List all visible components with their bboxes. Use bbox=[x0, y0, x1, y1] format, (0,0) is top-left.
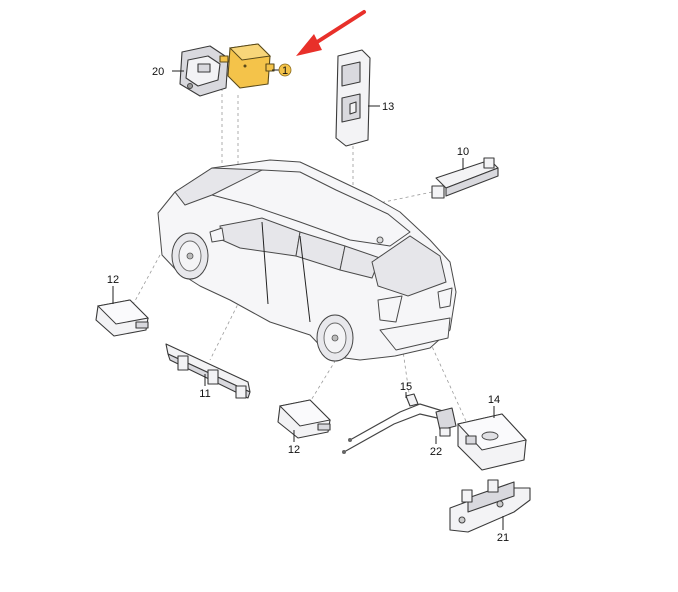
part-14-module[interactable] bbox=[457, 413, 527, 471]
callout-15[interactable]: 15 bbox=[400, 381, 412, 393]
part-11-rail[interactable] bbox=[165, 343, 251, 399]
pointer-arrow bbox=[296, 10, 366, 56]
callout-20[interactable]: 20 bbox=[152, 66, 164, 78]
callout-21[interactable]: 21 bbox=[497, 532, 509, 544]
callout-12-lower[interactable]: 12 bbox=[288, 444, 300, 456]
callout-14[interactable]: 14 bbox=[488, 394, 500, 406]
part-22-connector[interactable] bbox=[435, 407, 457, 437]
part-15-cable-harness[interactable] bbox=[342, 393, 447, 454]
part-21-bracket[interactable] bbox=[449, 479, 531, 533]
callout-12-upper[interactable]: 12 bbox=[107, 274, 119, 286]
callout-22[interactable]: 22 bbox=[430, 446, 442, 458]
callout-13[interactable]: 13 bbox=[382, 101, 394, 113]
callout-labels: 1 10 11 12 12 13 14 15 20 21 22 bbox=[107, 65, 509, 544]
callout-11[interactable]: 11 bbox=[199, 388, 210, 400]
callout-1-badge bbox=[278, 63, 292, 77]
callout-10[interactable]: 10 bbox=[457, 146, 469, 158]
part-1-control-unit[interactable] bbox=[219, 43, 275, 89]
part-12-antenna-lower[interactable] bbox=[277, 399, 332, 439]
part-12-antenna-upper[interactable] bbox=[95, 299, 150, 337]
part-10-rail[interactable] bbox=[431, 157, 499, 199]
callout-1[interactable]: 1 bbox=[282, 65, 288, 77]
part-13-module[interactable] bbox=[335, 49, 371, 147]
part-20-bracket[interactable] bbox=[179, 45, 229, 97]
car-body bbox=[157, 159, 457, 362]
